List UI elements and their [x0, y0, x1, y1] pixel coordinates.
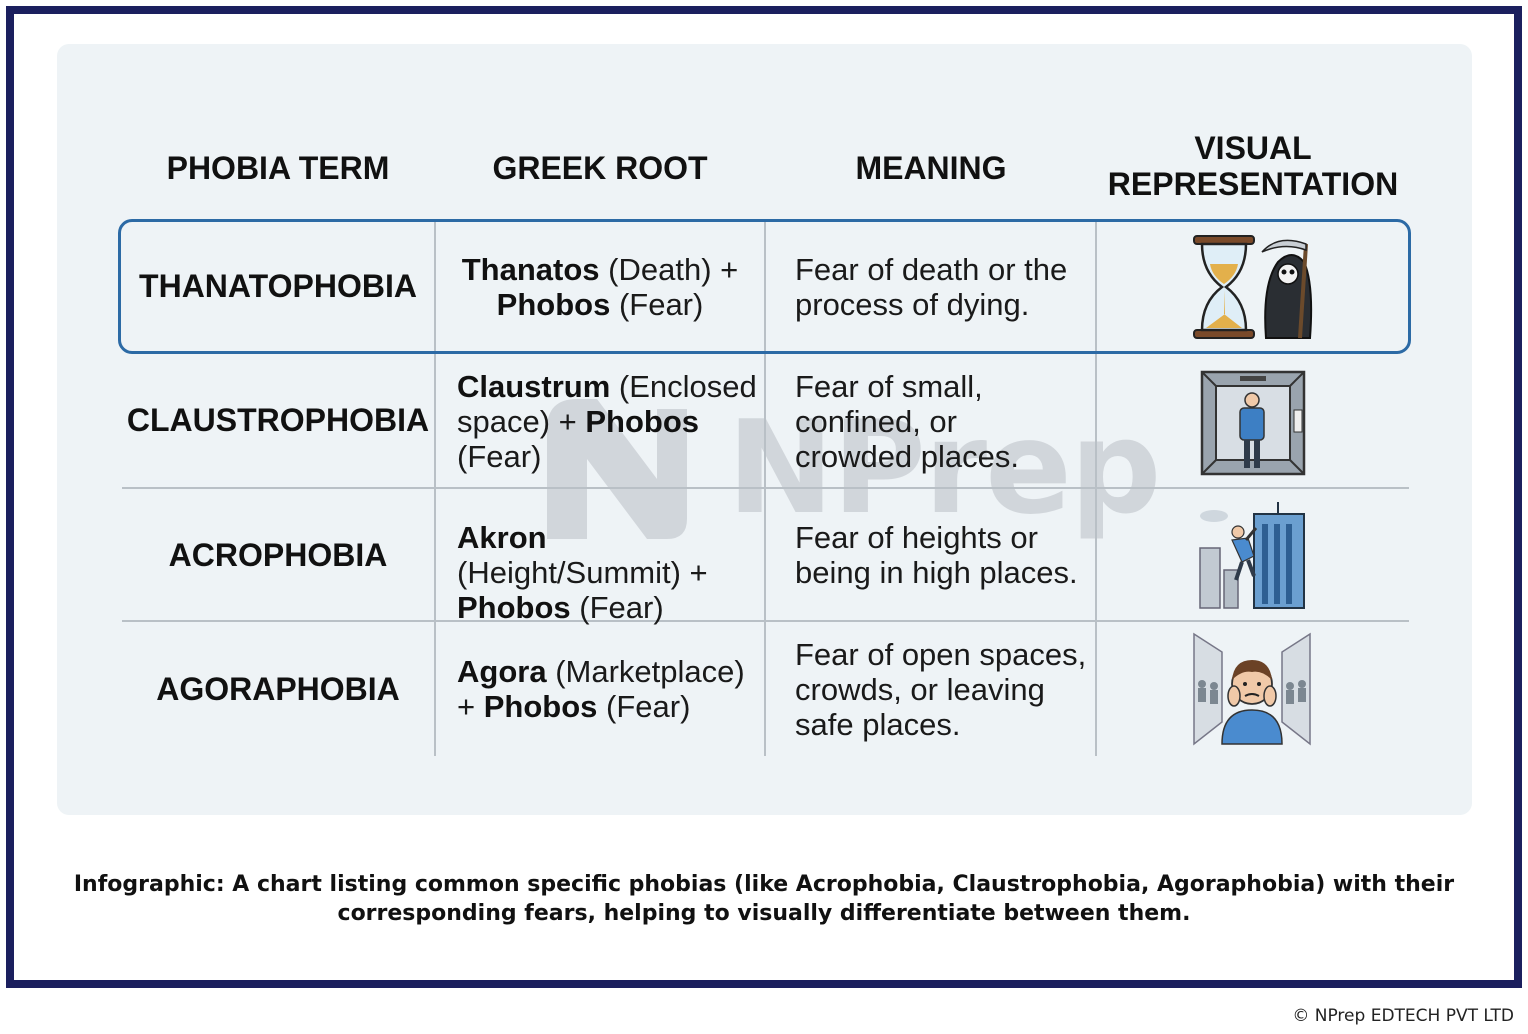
copyright-notice: © NPrep EDTECH PVT LTD [1292, 1006, 1514, 1026]
root-bold: Agora [457, 654, 547, 689]
row-root-claustrophobia: Claustrum (Enclosed space) + Phobos (Fea… [457, 369, 757, 474]
row-root-thanatophobia: Thanatos (Death) + Phobos (Fear) [436, 252, 764, 322]
root-text: (Height/Summit) + [457, 555, 708, 590]
root-text: (Fear) [597, 689, 691, 724]
row-meaning-claustrophobia: Fear of small, confined, or crowded plac… [795, 369, 1020, 474]
header-visual-line2: REPRESENTATION [1107, 166, 1399, 202]
root-bold: Phobos [496, 287, 611, 322]
header-visual-representation: VISUAL REPRESENTATION [1098, 130, 1408, 202]
root-bold: Phobos [457, 590, 571, 625]
root-bold: Phobos [483, 689, 598, 724]
watermark: NPrep [537, 389, 1161, 559]
root-text: (Death) + [599, 252, 739, 287]
elevator-person-icon [1200, 370, 1306, 476]
row-meaning-acrophobia: Fear of heights or being in high places. [795, 520, 1078, 590]
root-bold: Claustrum [457, 369, 611, 404]
header-greek-root: GREEK ROOT [492, 150, 708, 186]
column-divider-1 [434, 222, 436, 756]
row-term-thanatophobia: THANATOPHOBIA [139, 268, 417, 304]
root-bold: Phobos [585, 404, 700, 439]
row-divider-2 [122, 620, 1409, 622]
row-meaning-agoraphobia: Fear of open spaces, crowds, or leaving … [795, 637, 1087, 742]
header-phobia-term: PHOBIA TERM [166, 150, 390, 186]
row-root-acrophobia: Akron (Height/Summit) + Phobos (Fear) [457, 520, 762, 625]
watermark-text: NPrep [727, 394, 1161, 543]
anxious-person-crowd-icon [1193, 632, 1311, 746]
row-term-agoraphobia: AGORAPHOBIA [156, 671, 400, 707]
root-text: (Marketplace) + [457, 654, 745, 724]
root-bold: Akron [457, 520, 547, 555]
hourglass-reaper-icon [1193, 235, 1313, 339]
row-meaning-thanatophobia: Fear of death or the process of dying. [795, 252, 1068, 322]
root-text: (Fear) [457, 439, 542, 474]
column-divider-2 [764, 222, 766, 756]
column-divider-3 [1095, 222, 1097, 756]
row-root-agoraphobia: Agora (Marketplace) + Phobos (Fear) [457, 654, 762, 724]
row-term-claustrophobia: CLAUSTROPHOBIA [126, 402, 430, 438]
root-text: (Fear) [570, 590, 664, 625]
header-meaning: MEANING [855, 150, 1007, 186]
row-term-acrophobia: ACROPHOBIA [168, 537, 388, 573]
root-text: (Enclosed space) + [457, 369, 757, 439]
header-visual-line1: VISUAL [1194, 130, 1312, 166]
root-bold: Thanatos [461, 252, 600, 287]
climber-skyscraper-icon [1199, 502, 1305, 609]
highlighted-row-border [118, 219, 1411, 354]
root-text: (Fear) [610, 287, 704, 322]
figure-caption: Infographic: A chart listing common spec… [73, 872, 1455, 926]
nprep-logo-mark-icon [547, 399, 687, 539]
row-divider-1 [122, 487, 1409, 489]
